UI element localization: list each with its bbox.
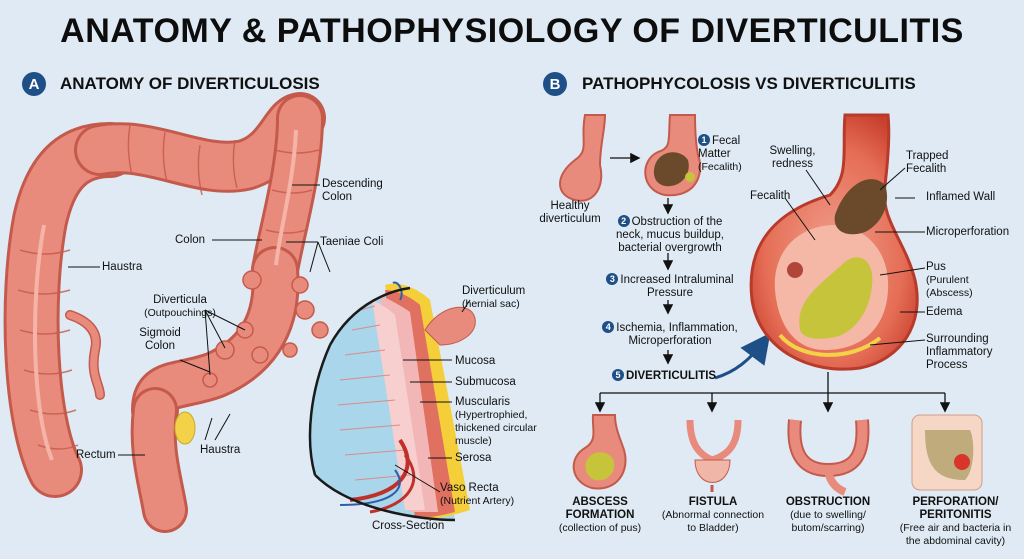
label-descending-colon: Descending Colon (322, 178, 383, 203)
label-pus-title: Pus (926, 261, 946, 273)
fistula-icon (686, 419, 742, 492)
label-vaso-recta-sub: (Nutrient Artery) (440, 495, 515, 507)
perforation-icon (911, 414, 983, 491)
complication-obstruction-title: OBSTRUCTION (785, 496, 871, 508)
section-b-title: PATHOPHYCOLOSIS VS DIVERTICULITIS (582, 74, 916, 93)
step-5-text: DIVERTICULITIS (626, 370, 717, 382)
cross-section-leader-lines (394, 299, 471, 493)
label-muscularis: Muscularis (Hypertrophied, thickened cir… (455, 396, 545, 448)
label-diverticula-sub: (Outpouchings) (144, 307, 216, 319)
complication-perforation-title: PERFORATION/ PERITONITIS (912, 496, 999, 521)
label-surrounding: Surrounding Inflammatory Process (926, 333, 993, 371)
label-fecalith: Fecalith (750, 190, 791, 202)
healthy-diverticulum-shape (559, 114, 607, 202)
label-swelling: Swelling, redness (769, 145, 816, 170)
step-3-text: Increased Intraluminal Pressure (620, 274, 734, 299)
label-taeniae-coli: Taeniae Coli (320, 236, 384, 248)
section-b-badge: B (543, 72, 567, 96)
anatomy-leader-lines (68, 184, 331, 456)
label-haustra-bottom: Haustra (200, 444, 241, 456)
label-vaso-recta-title: Vaso Recta (440, 482, 499, 494)
step-1-sub: (Fecalith) (698, 161, 742, 173)
label-colon: Colon (175, 234, 206, 246)
page-title: ANATOMY & PATHOPHYSIOLOGY OF DIVERTICULI… (60, 12, 964, 50)
step-1-badge: 1 (698, 134, 710, 146)
label-muscularis-sub: (Hypertrophied, thickened circular muscl… (455, 409, 537, 447)
label-vaso-recta: Vaso Recta (Nutrient Artery) (440, 482, 530, 508)
complication-obstruction: OBSTRUCTION (due to swelling/ butom/scar… (773, 496, 883, 535)
label-diverticulum-title: Diverticulum (462, 285, 526, 297)
step-4-badge: 4 (602, 321, 615, 333)
label-diverticulum: Diverticulum (hernial sac) (462, 285, 562, 311)
obstruction-icon (787, 419, 870, 496)
step-2-badge: 2 (617, 215, 630, 227)
section-a-title: ANATOMY OF DIVERTICULOSIS (60, 74, 320, 93)
label-rectum: Rectum (76, 449, 116, 461)
step-4-text: Ischemia, Inflammation, Microperforation (616, 322, 738, 347)
label-trapped-fecalith: Trapped Fecalith (906, 150, 949, 175)
label-diverticula: Diverticula (Outpouchings) (120, 294, 240, 320)
complication-tree (594, 372, 951, 413)
label-submucosa: Submucosa (455, 376, 516, 388)
step-3-badge: 3 (606, 273, 619, 285)
fecal-diverticulum-shape (644, 114, 702, 197)
complication-perforation-sub: (Free air and bacteria in the abdominal … (899, 522, 1012, 547)
diverticulitis-arrow (714, 332, 771, 380)
label-edema: Edema (926, 306, 963, 318)
complication-abscess: ABSCESS FORMATION (collection of pus) (545, 496, 655, 535)
inflamed-diverticulum (749, 113, 919, 371)
complication-fistula-sub: (Abnormal connection to Bladder) (661, 509, 765, 534)
flow-arrows (610, 152, 674, 365)
cross-section-caption: Cross-Section (372, 520, 445, 532)
label-pus-sub: (Purulent (Abscess) (926, 274, 973, 299)
complication-abscess-sub: (collection of pus) (558, 522, 642, 534)
abscess-icon (572, 414, 627, 490)
label-healthy-diverticulum: Healthy diverticulum (539, 200, 601, 225)
section-a-badge: A (22, 72, 46, 96)
label-haustra-left: Haustra (102, 261, 143, 273)
label-inflamed-wall: Inflamed Wall (926, 191, 996, 203)
complication-obstruction-sub: (due to swelling/ butom/scarring) (790, 509, 866, 534)
complication-abscess-title: ABSCESS FORMATION (565, 496, 635, 521)
label-diverticula-title: Diverticula (153, 294, 207, 306)
step-1-text: Fecal Matter (698, 135, 741, 160)
label-microperforation: Microperforation (926, 226, 1010, 238)
label-pus: Pus (Purulent (Abscess) (926, 261, 996, 300)
label-sigmoid-colon: Sigmoid Colon (139, 327, 181, 352)
label-muscularis-title: Muscularis (455, 396, 510, 408)
complication-perforation: PERFORATION/ PERITONITIS (Free air and b… (893, 496, 1018, 548)
large-intestine (3, 92, 329, 533)
label-serosa: Serosa (455, 452, 492, 464)
inflamed-leader-lines (784, 167, 926, 346)
step-5-badge: 5 (612, 369, 624, 381)
complication-fistula-title: FISTULA (688, 496, 738, 508)
complication-fistula: FISTULA (Abnormal connection to Bladder) (658, 496, 768, 535)
label-mucosa: Mucosa (455, 355, 496, 367)
label-diverticulum-sub: (hernial sac) (462, 298, 520, 310)
step-2-text: Obstruction of the neck, mucus buildup, … (615, 216, 725, 254)
